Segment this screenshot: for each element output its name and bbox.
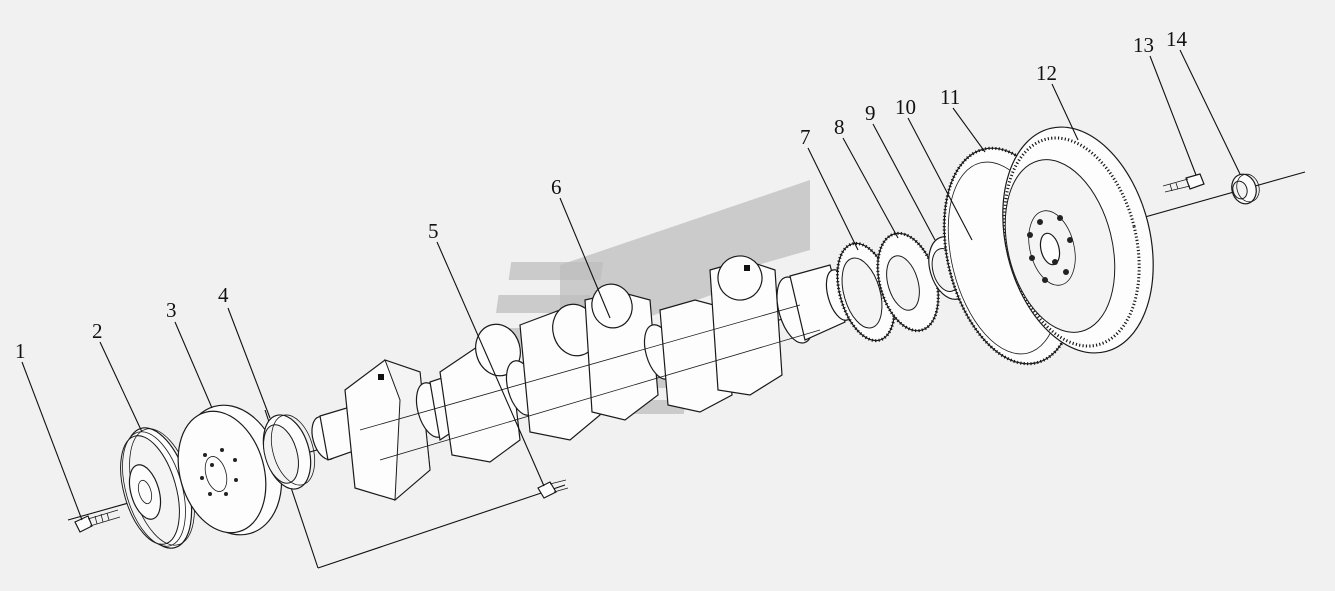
part-6-crankshaft (311, 255, 855, 502)
callout-14: 14 (1166, 27, 1188, 51)
part-1-bolt (74, 509, 121, 533)
callout-9: 9 (865, 101, 876, 125)
callout-8: 8 (834, 115, 845, 139)
callout-10: 10 (895, 95, 916, 119)
callout-12: 12 (1036, 61, 1057, 85)
callout-1: 1 (15, 339, 26, 363)
part-5-bolt (537, 479, 569, 499)
callout-4: 4 (218, 283, 229, 307)
leader-lines (21, 49, 1241, 521)
callout-labels: 1 2 3 4 5 6 7 8 9 10 11 12 13 14 (15, 27, 1188, 363)
callout-3: 3 (166, 298, 177, 322)
part-12-flywheel (1002, 126, 1154, 354)
part-4-seal (262, 414, 316, 490)
callout-5: 5 (428, 219, 439, 243)
callout-2: 2 (92, 319, 103, 343)
callout-7: 7 (800, 125, 811, 149)
callout-13: 13 (1133, 33, 1154, 57)
part-2-pulley (120, 427, 195, 549)
callout-11: 11 (940, 85, 960, 109)
part-13-bolt (1162, 173, 1205, 193)
callout-6: 6 (551, 175, 562, 199)
part-3-damper (177, 404, 283, 536)
part-14-bearing (1231, 173, 1260, 205)
